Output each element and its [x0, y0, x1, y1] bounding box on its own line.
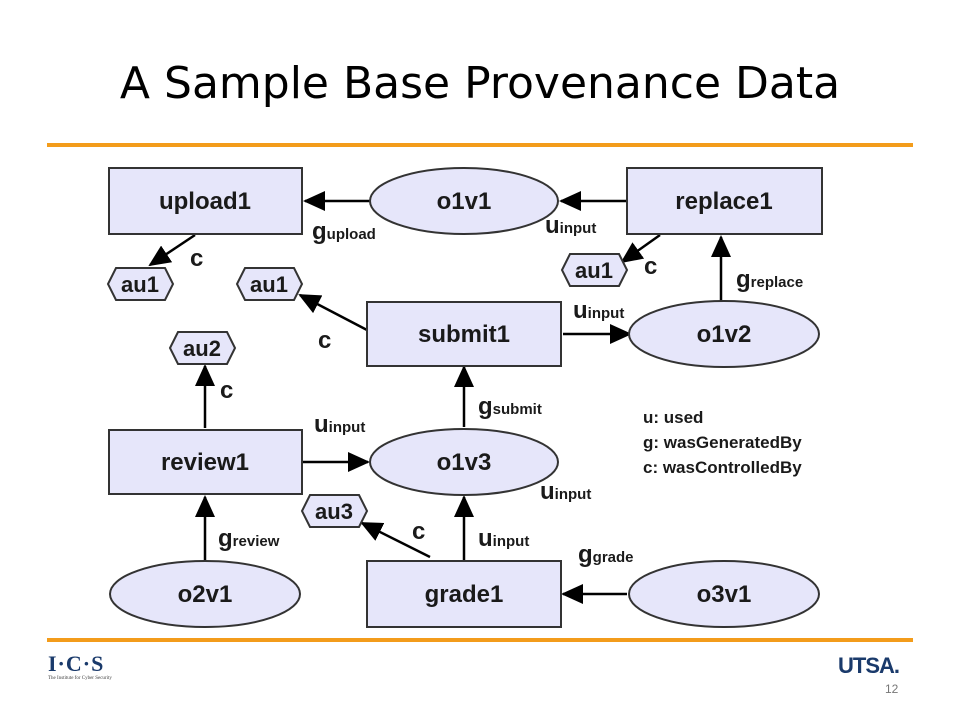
- edge-label-u-input-o1v3: uinput: [540, 478, 591, 505]
- agent-au2: [168, 331, 237, 365]
- edge-submit1-au1: [298, 293, 368, 332]
- edge-label-u-input-top: uinput: [545, 212, 596, 239]
- agent-au1-mid: [235, 267, 304, 301]
- ics-logo-subtitle: The Institute for Cyber Security: [48, 676, 112, 681]
- edge-label-g-review: greview: [218, 525, 280, 552]
- edge-label-c-upload: c: [190, 245, 203, 272]
- edge-label-c-submit: c: [318, 327, 331, 354]
- label-review1: review1: [161, 449, 249, 476]
- label-au1-mid: au1: [250, 272, 288, 297]
- label-au3: au3: [315, 499, 353, 524]
- page-number: 12: [885, 682, 899, 696]
- edge-upload1-au1: [148, 233, 196, 267]
- label-au1-left: au1: [121, 272, 159, 297]
- agent-au3: [300, 494, 369, 528]
- edge-label-g-submit: gsubmit: [478, 393, 542, 420]
- edge-label-c-grade: c: [412, 518, 425, 545]
- utsa-logo: UTSA.: [838, 653, 900, 678]
- label-o1v3: o1v3: [437, 449, 492, 476]
- process-upload1: [108, 167, 303, 235]
- agent-au1-right: [560, 253, 629, 287]
- process-submit1: [366, 301, 562, 367]
- edge-label-c-replace: c: [644, 253, 657, 280]
- label-o2v1: o2v1: [178, 581, 233, 608]
- label-replace1: replace1: [675, 188, 772, 215]
- edge-label-u-input-grade: uinput: [478, 525, 529, 552]
- legend: u: used g: wasGeneratedBy c: wasControll…: [643, 408, 802, 477]
- slide-title: A Sample Base Provenance Data: [119, 58, 841, 109]
- object-o3v1: [628, 560, 820, 628]
- agent-au1-left: [106, 267, 175, 301]
- edge-label-u-input-review: uinput: [314, 411, 365, 438]
- legend-used: u: used: [643, 408, 703, 427]
- legend-generated: g: wasGeneratedBy: [643, 433, 802, 452]
- label-o1v2: o1v2: [697, 321, 752, 348]
- label-grade1: grade1: [425, 581, 504, 608]
- label-au1-right: au1: [575, 258, 613, 283]
- legend-controlled: c: wasControlledBy: [643, 458, 802, 477]
- edge-label-g-replace: greplace: [736, 266, 803, 293]
- title-divider: [47, 143, 913, 147]
- object-o1v3: [369, 428, 559, 496]
- object-o2v1: [109, 560, 301, 628]
- label-o3v1: o3v1: [697, 581, 752, 608]
- edge-replace1-au1: [620, 233, 661, 264]
- process-replace1: [626, 167, 823, 235]
- edge-label-u-input-submit: uinput: [573, 297, 624, 324]
- object-o1v2: [628, 300, 820, 368]
- object-o1v1: [369, 167, 559, 235]
- edge-label-g-grade: ggrade: [578, 541, 634, 568]
- ics-logo: I·C·S: [48, 651, 105, 676]
- process-grade1: [366, 560, 562, 628]
- edge-label-g-upload: gupload: [312, 218, 376, 245]
- edge-label-c-review: c: [220, 377, 233, 404]
- footer-divider: [47, 638, 913, 642]
- label-au2: au2: [183, 336, 221, 361]
- label-submit1: submit1: [418, 321, 510, 348]
- edge-grade1-au3: [360, 521, 431, 559]
- label-o1v1: o1v1: [437, 188, 492, 215]
- label-upload1: upload1: [159, 188, 251, 215]
- process-review1: [108, 429, 303, 495]
